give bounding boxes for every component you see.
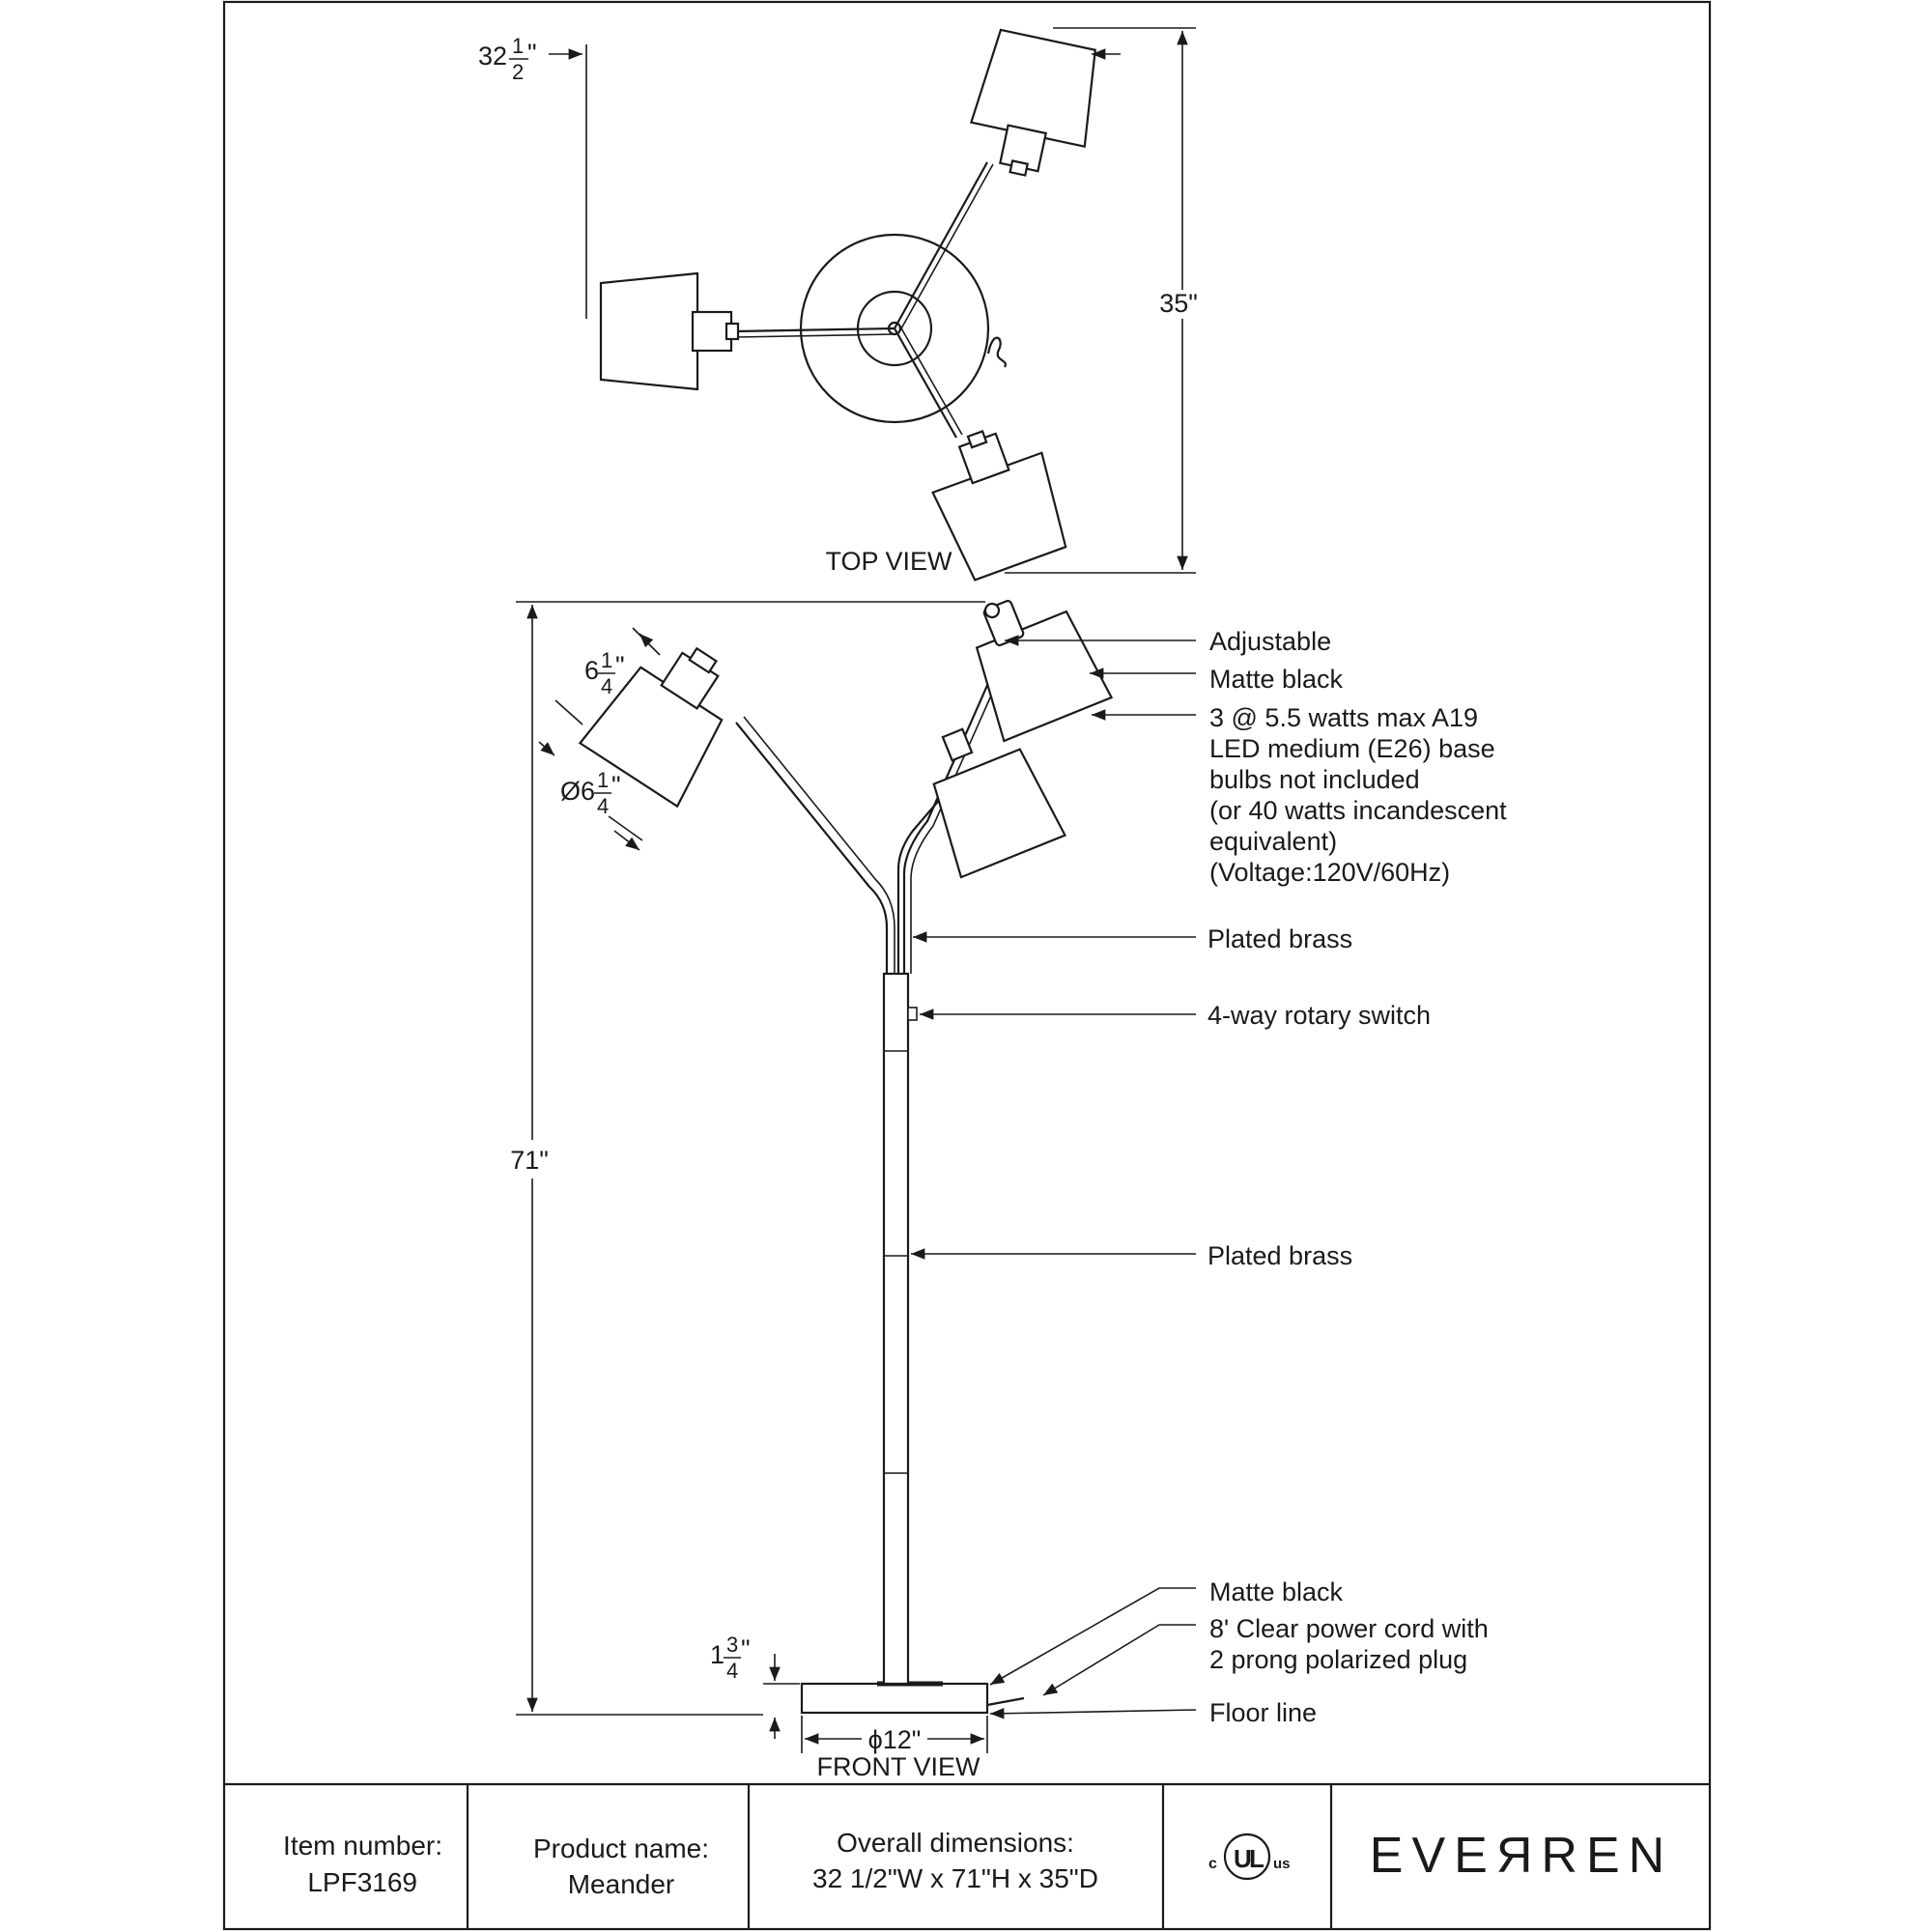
svg-text:2: 2 (512, 60, 524, 84)
svg-text:U: U (1234, 1844, 1252, 1873)
callout-adjustable: Adjustable (1005, 627, 1331, 656)
svg-text:Plated brass: Plated brass (1208, 1241, 1352, 1270)
callout-power-cord: 8' Clear power cord with 2 prong polariz… (1042, 1614, 1489, 1696)
overall-dimensions-label: Overall dimensions: (837, 1828, 1074, 1858)
sheet-border (222, 0, 1712, 1931)
svg-text:4: 4 (726, 1659, 738, 1683)
svg-text:": " (611, 771, 621, 800)
top-view-drawing (599, 28, 1097, 582)
item-number-value: LPF3169 (307, 1867, 417, 1897)
front-view-drawing (578, 599, 1114, 1715)
svg-text:Plated brass: Plated brass (1208, 924, 1352, 953)
svg-text:equivalent): equivalent) (1209, 827, 1337, 856)
svg-text:LED medium (E26) base: LED medium (E26) base (1209, 734, 1495, 763)
item-number-label: Item number: (283, 1831, 442, 1861)
svg-text:2 prong polarized plug: 2 prong polarized plug (1209, 1645, 1467, 1674)
svg-text:6: 6 (584, 656, 599, 685)
svg-text:Ø6: Ø6 (560, 777, 595, 806)
svg-text:1: 1 (512, 34, 524, 58)
callout-matte-black-shade: Matte black (1090, 665, 1344, 694)
svg-text:c: c (1208, 1856, 1217, 1872)
product-name-value: Meander (568, 1869, 675, 1899)
svg-text:1: 1 (710, 1640, 724, 1669)
svg-text:4: 4 (597, 794, 609, 818)
svg-text:3: 3 (726, 1633, 738, 1657)
svg-text:L: L (1249, 1844, 1264, 1873)
svg-text:bulbs not included: bulbs not included (1209, 765, 1420, 794)
svg-text:ϕ12": ϕ12" (868, 1725, 922, 1754)
svg-text:8' Clear power cord with: 8' Clear power cord with (1209, 1614, 1489, 1643)
svg-text:3 @ 5.5 watts max A19: 3 @ 5.5 watts max A19 (1209, 703, 1478, 732)
svg-text:1: 1 (601, 648, 612, 672)
width-dimension: 32 1 2 " (478, 34, 1121, 319)
svg-text:": " (615, 651, 625, 680)
svg-text:35": 35" (1159, 289, 1198, 318)
callout-plated-brass-stem: Plated brass (911, 1241, 1352, 1270)
ul-certification-mark: U L c us (1208, 1833, 1291, 1881)
height-dimension: 71" (510, 601, 985, 1716)
brand-logo: EVEЯREN (1370, 1828, 1673, 1884)
shade-diameter-dimension: Ø6 1 4 " (560, 768, 643, 851)
callout-rotary-switch: 4-way rotary switch (920, 1001, 1431, 1030)
callout-matte-black-base: Matte black (989, 1577, 1344, 1686)
base-diameter-dimension: ϕ12" (801, 1716, 988, 1754)
svg-text:71": 71" (510, 1146, 549, 1175)
svg-text:Matte black: Matte black (1209, 1577, 1344, 1606)
svg-text:Floor line: Floor line (1209, 1698, 1317, 1727)
svg-text:4: 4 (601, 674, 612, 698)
svg-text:Adjustable: Adjustable (1209, 627, 1331, 656)
svg-text:(or 40 watts incandescent: (or 40 watts incandescent (1209, 796, 1507, 825)
shade-length-dimension: 6 1 4 " (538, 627, 661, 756)
front-view-label: FRONT VIEW (816, 1752, 980, 1781)
svg-text:": " (527, 39, 537, 68)
overall-dimensions-value: 32 1/2"W x 71"H x 35"D (812, 1863, 1098, 1893)
depth-dimension: 35" (1005, 27, 1198, 574)
svg-text:32: 32 (478, 42, 507, 71)
top-view-label: TOP VIEW (825, 547, 952, 576)
title-block: Item number: LPF3169 Product name: Meand… (224, 1782, 1710, 1929)
callout-plated-brass-arm: Plated brass (913, 924, 1352, 953)
svg-text:1: 1 (597, 768, 609, 792)
callout-bulb-spec: 3 @ 5.5 watts max A19 LED medium (E26) b… (1092, 703, 1507, 887)
svg-text:4-way rotary switch: 4-way rotary switch (1208, 1001, 1431, 1030)
svg-text:us: us (1273, 1856, 1291, 1872)
svg-text:Matte black: Matte black (1209, 665, 1344, 694)
svg-text:": " (741, 1634, 751, 1663)
svg-text:(Voltage:120V/60Hz): (Voltage:120V/60Hz) (1209, 858, 1450, 887)
product-name-label: Product name: (533, 1833, 709, 1863)
base-height-dimension: 1 3 4 " (710, 1633, 800, 1739)
callout-floor-line: Floor line (989, 1698, 1317, 1727)
